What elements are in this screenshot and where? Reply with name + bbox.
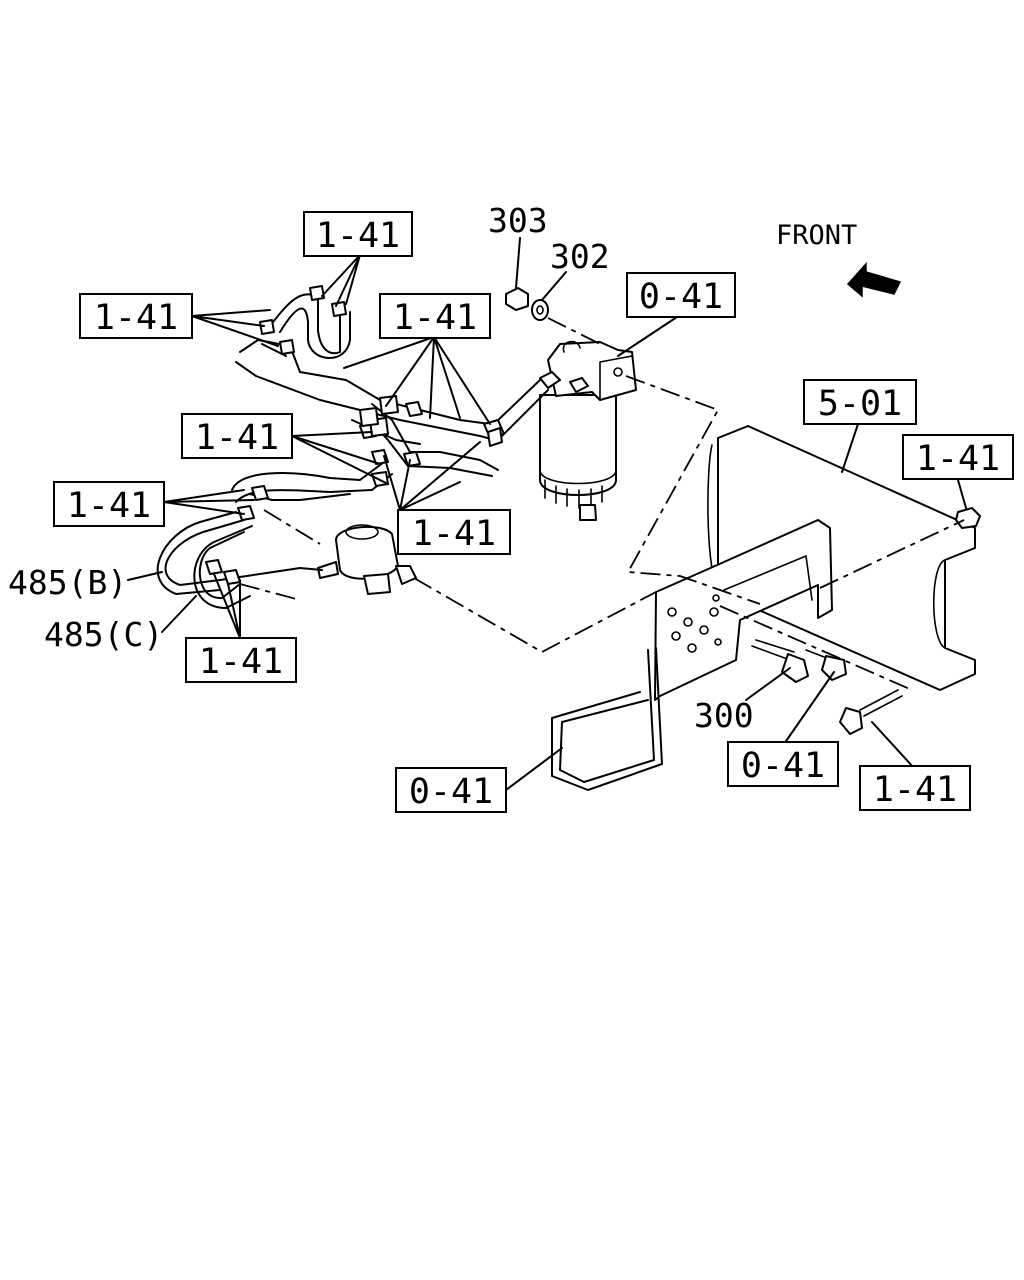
callout-box	[79, 293, 193, 339]
callout-c2: 1-41	[79, 293, 193, 339]
callout-c4: 0-41	[626, 272, 736, 318]
callout-text: 1-41	[195, 418, 279, 458]
callout-box	[181, 413, 293, 459]
callout-text: 1-41	[67, 486, 151, 526]
callout-box	[859, 765, 971, 811]
callout-text: 0-41	[741, 746, 825, 786]
callout-box	[727, 741, 839, 787]
callout-text: 1-41	[412, 514, 496, 554]
callout-box	[185, 637, 297, 683]
part-number-302: 302	[550, 237, 610, 276]
callout-text: 1-41	[916, 439, 1000, 479]
callout-box	[303, 211, 413, 257]
nut-303	[505, 287, 529, 311]
part-number-300: 300	[694, 696, 754, 735]
callout-c7: 1-41	[397, 509, 511, 555]
callout-box	[902, 434, 1014, 480]
callout-text: 1-41	[393, 298, 477, 338]
mounting-bracket	[551, 519, 833, 791]
callout-box	[397, 509, 511, 555]
callout-c13: 1-41	[859, 765, 971, 811]
nut-frame	[955, 507, 981, 529]
fuel-hoses	[156, 293, 549, 609]
bolt-300	[751, 639, 809, 683]
frame-rail	[707, 425, 976, 691]
bolt-1-41	[839, 689, 903, 735]
washer-302	[531, 299, 549, 321]
front-indicator: FRONT	[776, 220, 902, 298]
callout-c11: 0-41	[395, 767, 507, 813]
part-number-303: 303	[488, 201, 548, 240]
callout-c3: 1-41	[379, 293, 491, 339]
priming-pump	[317, 524, 417, 595]
callout-text: 0-41	[639, 277, 723, 317]
callout-box	[803, 379, 917, 425]
callout-box	[395, 767, 507, 813]
fuel-filter	[539, 340, 637, 521]
part-number-485c: 485(C)	[44, 615, 163, 654]
leader-lines	[127, 237, 967, 791]
callout-c1: 1-41	[303, 211, 413, 257]
center-lines	[239, 317, 965, 691]
bolt-0-41	[805, 649, 847, 681]
callout-text: 0-41	[409, 772, 493, 812]
callout-c8: 5-01	[803, 379, 917, 425]
callout-c9: 1-41	[902, 434, 1014, 480]
callout-box	[626, 272, 736, 318]
callout-box	[379, 293, 491, 339]
hose-clamps	[205, 285, 505, 585]
front-arrow-icon	[846, 262, 902, 298]
callout-text: 1-41	[316, 216, 400, 256]
callout-text: 1-41	[873, 770, 957, 810]
callout-text: 1-41	[94, 298, 178, 338]
callout-text: 1-41	[199, 642, 283, 682]
callout-c12: 0-41	[727, 741, 839, 787]
callout-c5: 1-41	[181, 413, 293, 459]
callout-c6: 1-41	[53, 481, 165, 527]
callout-c10: 1-41	[185, 637, 297, 683]
part-number-485b: 485(B)	[8, 563, 127, 602]
callout-box	[53, 481, 165, 527]
callout-text: 5-01	[818, 384, 902, 424]
front-label: FRONT	[776, 220, 857, 251]
